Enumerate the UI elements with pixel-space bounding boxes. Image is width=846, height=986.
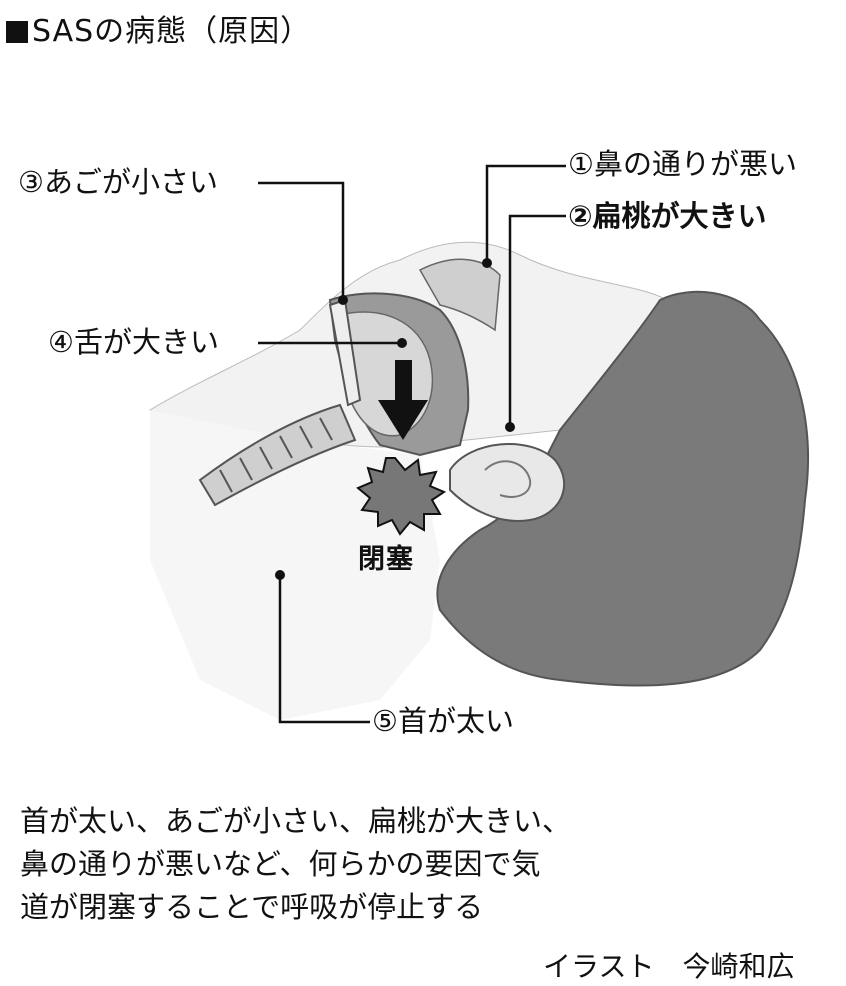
down-arrow-icon: [378, 360, 428, 440]
hair: [436, 290, 809, 687]
trachea: [198, 403, 357, 507]
title-square-icon: [6, 21, 28, 43]
label-tonsils: ②扁桃が大きい: [568, 199, 767, 233]
occlusion-burst: [356, 457, 447, 536]
tongue-dot: [397, 338, 407, 348]
ear: [449, 443, 566, 522]
title-text: SASの病態（原因）: [32, 14, 312, 49]
label-jaw: ③あごが小さい: [18, 165, 218, 199]
nose-dot: [482, 258, 492, 268]
label-tongue: ④舌が大きい: [48, 325, 219, 359]
caption: 首が太い、あごが小さい、扁桃が大きい、 鼻の通りが悪いなど、何らかの要因で気 道…: [20, 804, 572, 924]
illustration-credit: イラスト 今崎和広: [543, 950, 795, 983]
jaw-dot: [338, 295, 348, 305]
label-nose: ①鼻の通りが悪い: [568, 147, 797, 181]
neck-dot: [275, 570, 285, 580]
occlusion-label: 閉塞: [358, 544, 414, 575]
soft-palate: [418, 258, 501, 332]
label-neck: ⑤首が太い: [372, 704, 514, 738]
leader-lines: [258, 164, 566, 724]
diagram-title: SASの病態（原因）: [6, 14, 311, 50]
tonsil-dot: [505, 422, 515, 432]
